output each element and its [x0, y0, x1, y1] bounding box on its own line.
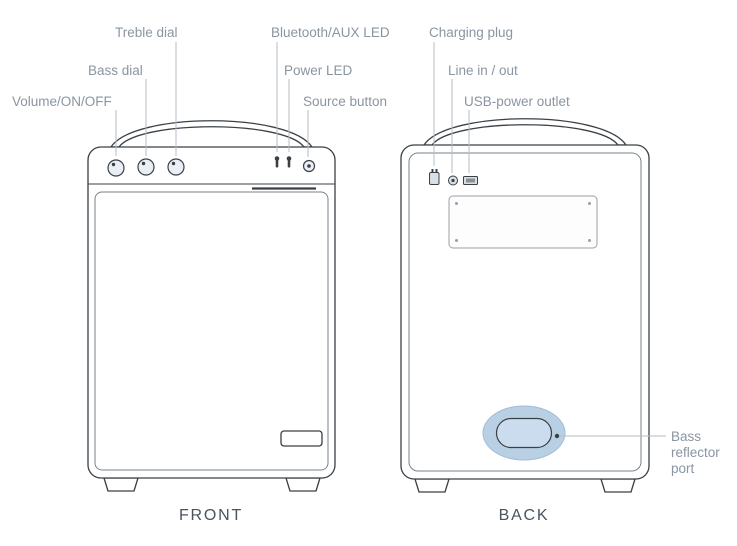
treble-knob-indicator — [171, 161, 176, 166]
leader-lines — [115, 42, 666, 439]
recessed-panel — [448, 195, 598, 249]
bass-knob-indicator — [141, 161, 146, 166]
label-volume-on-off: Volume/ON/OFF — [12, 94, 112, 109]
front-speaker — [87, 120, 336, 492]
front-right-foot — [285, 477, 321, 492]
panel-screw — [455, 202, 458, 205]
panel-screw — [588, 239, 591, 242]
charging-plug-port — [429, 169, 440, 185]
label-treble-dial: Treble dial — [115, 25, 178, 40]
power-led-indicator — [286, 156, 292, 168]
front-badge — [280, 430, 323, 447]
bass-knob — [137, 158, 155, 176]
back-speaker — [400, 118, 650, 493]
back-face — [408, 152, 642, 472]
svg-text:reflector: reflector — [671, 445, 720, 460]
front-handle — [110, 120, 313, 148]
label-charging-plug: Charging plug — [429, 25, 513, 40]
line-in-out-jack — [448, 175, 458, 186]
usb-power-outlet-port — [463, 176, 478, 185]
panel-screw — [455, 239, 458, 242]
bluetooth-aux-led-indicator — [274, 156, 280, 168]
svg-text:port: port — [671, 461, 695, 476]
caption-front: FRONT — [179, 507, 243, 524]
front-body — [87, 146, 336, 479]
label-bluetooth-aux-led: Bluetooth/AUX LED — [271, 25, 390, 40]
bass-reflector-port — [482, 405, 566, 461]
svg-text:Bass: Bass — [671, 429, 701, 444]
back-right-foot — [600, 478, 636, 493]
label-bass-dial: Bass dial — [88, 63, 143, 78]
label-usb-power-outlet: USB-power outlet — [464, 94, 570, 109]
back-left-foot — [414, 478, 450, 493]
front-left-foot — [103, 477, 139, 492]
treble-knob — [167, 158, 185, 176]
source-button-control — [302, 159, 316, 173]
volume-knob-indicator — [111, 162, 116, 167]
leader-dot-bass-reflector — [554, 433, 560, 439]
back-handle — [423, 118, 627, 146]
label-source-button: Source button — [303, 94, 387, 109]
volume-knob — [107, 159, 125, 177]
label-bass-reflector-port: Bass reflector port — [671, 429, 720, 476]
front-face — [94, 191, 329, 471]
label-line-in-out: Line in / out — [448, 63, 518, 78]
panel-screw — [588, 202, 591, 205]
label-power-led: Power LED — [284, 63, 353, 78]
caption-back: BACK — [499, 507, 550, 524]
